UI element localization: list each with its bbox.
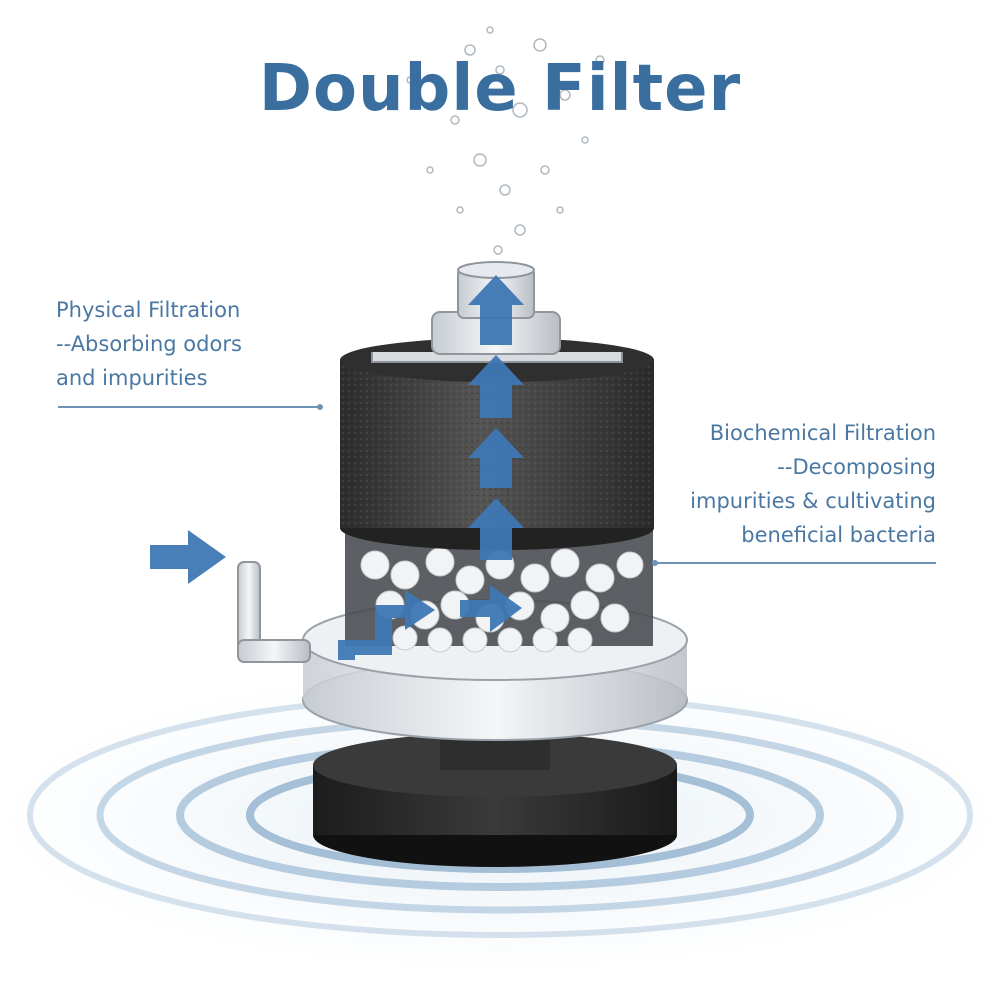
flow-arrow-icon (468, 428, 524, 488)
flow-arrow-icon (460, 585, 522, 632)
flow-arrow-icon (468, 275, 524, 345)
air-bubbles (406, 26, 605, 255)
page-title: Double Filter (258, 52, 742, 126)
flow-arrow-icon (150, 275, 524, 660)
flow-arrow-icon (338, 590, 435, 660)
callout-line: Physical Filtration (56, 298, 241, 322)
inlet-pipe (237, 561, 311, 663)
callout-leader-line (58, 406, 320, 408)
callout-leader-dot (652, 560, 658, 566)
flow-arrow-icon (468, 355, 524, 418)
callout-line: Biochemical Filtration (709, 421, 936, 445)
callout-line: impurities & cultivating (690, 489, 936, 513)
callout-line: and impurities (56, 366, 208, 390)
callout-leader-line (656, 562, 936, 564)
inlet-arrow-icon (150, 530, 226, 584)
callout-line: --Absorbing odors (56, 332, 242, 356)
biochemical-filtration-callout: Biochemical Filtration --Decomposing imp… (690, 416, 936, 552)
callout-line: beneficial bacteria (741, 523, 936, 547)
flow-arrow-icon (468, 498, 524, 560)
callout-leader-dot (317, 404, 323, 410)
physical-filtration-callout: Physical Filtration --Absorbing odors an… (56, 293, 242, 395)
callout-line: --Decomposing (777, 455, 936, 479)
